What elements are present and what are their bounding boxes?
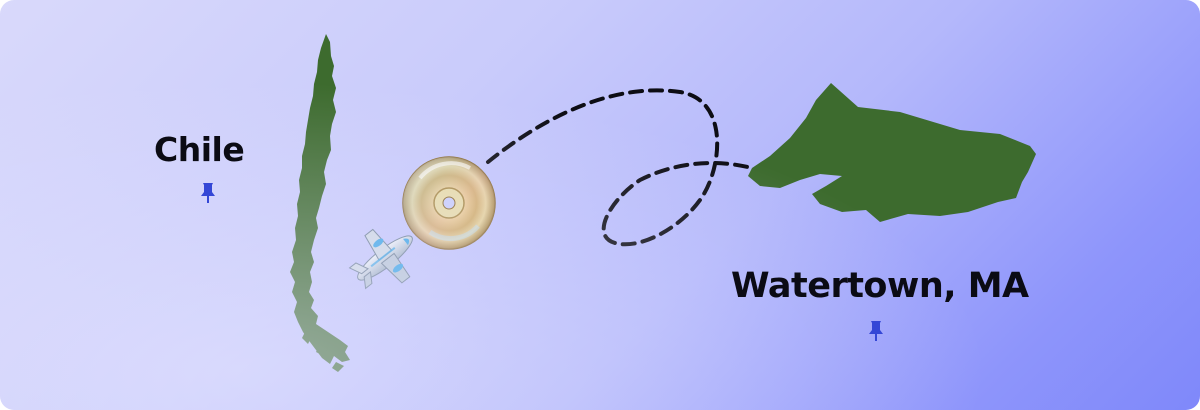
origin-label: Chile (154, 130, 245, 169)
flight-route-path (486, 88, 754, 247)
chile-island-shape (302, 330, 312, 344)
airplane-icon (348, 228, 413, 290)
destination-label: Watertown, MA (731, 266, 1029, 306)
pushpin-icon (201, 183, 215, 203)
chile-map-shape (290, 34, 350, 364)
optical-disc-icon (402, 156, 496, 250)
watertown-map-shape (748, 83, 1036, 222)
chile-island-shape (316, 344, 328, 356)
chile-island-shape (332, 362, 344, 372)
pushpin-icon (869, 321, 883, 341)
